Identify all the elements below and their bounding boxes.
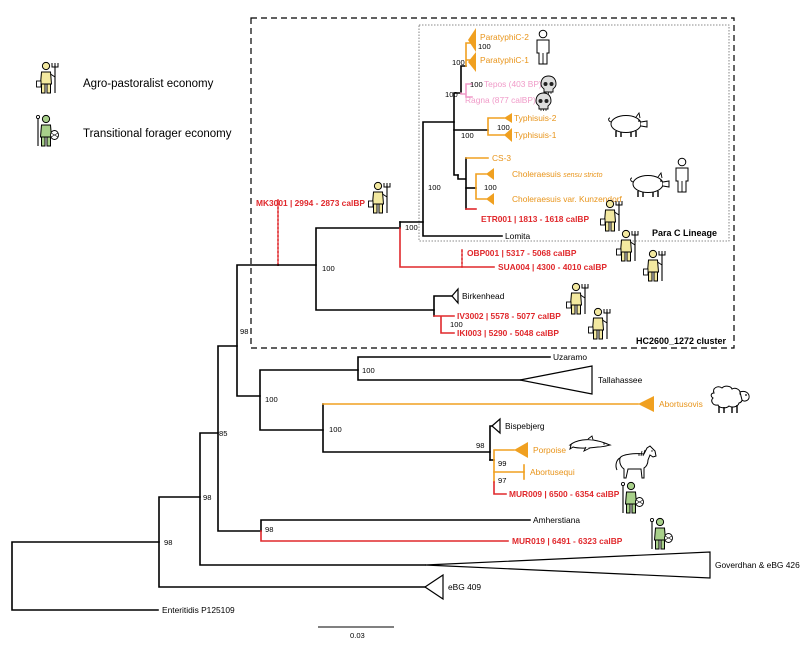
legend-agro-icon [35, 61, 59, 94]
taxon-tallahassee: Tallahassee [598, 375, 643, 385]
bootstrap-label: 100 [445, 90, 458, 99]
taxon-tepos: Tepos (403 BP) [484, 79, 542, 89]
bootstrap-values: 100 100 100 100 100 100 100 100 100 100 … [164, 42, 510, 547]
bootstrap-label: 100 [450, 320, 463, 329]
taxon-paratyphi-c2: ParatyphiC-2 [480, 32, 529, 42]
human-figure-icon [675, 157, 689, 193]
farmer-pitchfork-icon [367, 181, 391, 214]
tree-branches [11, 28, 654, 611]
bootstrap-label: 100 [405, 223, 418, 232]
legend-forager-icon [35, 114, 60, 147]
bootstrap-label: 100 [265, 395, 278, 404]
legend-agro-label: Agro-pastoralist economy [83, 78, 214, 90]
farmer-pitchfork-icon [587, 307, 611, 340]
taxon-mur009: MUR009 | 6500 - 6354 calBP [509, 489, 620, 499]
bootstrap-label: 97 [498, 476, 506, 485]
taxon-abortusovis: Abortusovis [659, 399, 703, 409]
taxon-porpoise: Porpoise [533, 445, 566, 455]
taxon-bispebjerg: Bispebjerg [505, 421, 545, 431]
sheep-icon [710, 385, 750, 414]
farmer-pitchfork-icon [642, 249, 666, 282]
forager-basket-icon [649, 517, 674, 550]
taxon-sua004: SUA004 | 4300 - 4010 calBP [498, 262, 607, 272]
bootstrap-label: 100 [470, 80, 483, 89]
forager-basket-icon [620, 481, 645, 514]
bootstrap-label: 100 [478, 42, 491, 51]
farmer-pitchfork-icon [565, 282, 589, 315]
farmer-pitchfork-icon [615, 229, 639, 262]
taxon-iki003: IKI003 | 5290 - 5048 calBP [457, 328, 559, 338]
taxon-goverdhan: Goverdhan & eBG 426 [715, 560, 800, 570]
taxon-mk3001: MK3001 | 2994 - 2873 calBP [256, 198, 365, 208]
taxon-ragna: Ragna (877 calBP) [465, 95, 536, 105]
bootstrap-label: 100 [428, 183, 441, 192]
bootstrap-label: 100 [362, 366, 375, 375]
taxon-obp001: OBP001 | 5317 - 5068 calBP [467, 248, 577, 258]
taxon-birkenhead: Birkenhead [462, 291, 505, 301]
porpoise-icon [569, 435, 611, 452]
bootstrap-label: 100 [452, 58, 465, 67]
bootstrap-label: 98 [265, 525, 273, 534]
legend-forager-label: Transitional forager economy [83, 128, 232, 140]
lineage-label: Para C Lineage [652, 228, 717, 238]
taxon-lomita: Lomita [505, 231, 530, 241]
taxon-mur019: MUR019 | 6491 - 6323 calBP [512, 536, 623, 546]
bootstrap-label: 85 [219, 429, 227, 438]
taxon-choleraesuis-kunzendorf: Choleraesuis var. Kunzendorf [512, 194, 623, 204]
taxon-abortusequi: Abortusequi [530, 467, 575, 477]
legend: Agro-pastoralist economy Transitional fo… [35, 61, 232, 147]
taxon-paratyphi-c1: ParatyphiC-1 [480, 55, 529, 65]
human-figure-icon [536, 29, 550, 65]
scale-label: 0.03 [350, 631, 365, 640]
taxon-enteritidis: Enteritidis P125109 [162, 605, 235, 615]
skull-icon [535, 92, 552, 112]
taxon-typhisuis2: Typhisuis-2 [514, 113, 557, 123]
bootstrap-label: 100 [461, 131, 474, 140]
taxon-ebg409: eBG 409 [448, 582, 481, 592]
bootstrap-label: 99 [498, 459, 506, 468]
hc2600-cluster-box [250, 17, 735, 349]
taxon-amherstiana: Amherstiana [533, 515, 580, 525]
cluster-label: HC2600_1272 cluster [636, 336, 727, 346]
taxon-typhisuis1: Typhisuis-1 [514, 130, 557, 140]
taxon-choleraesuis-ss: Choleraesuis sensu stricto [512, 169, 603, 179]
bootstrap-label: 100 [484, 183, 497, 192]
taxon-cs3: CS-3 [492, 153, 511, 163]
bootstrap-label: 100 [322, 264, 335, 273]
bootstrap-label: 98 [240, 327, 248, 336]
taxon-uzaramo: Uzaramo [553, 352, 587, 362]
bootstrap-label: 100 [329, 425, 342, 434]
scale-bar: 0.03 [318, 626, 394, 640]
pig-icon [607, 112, 648, 138]
taxon-labels: ParatyphiC-2 ParatyphiC-1 Tepos (403 BP)… [162, 32, 800, 615]
skull-icon [540, 75, 557, 95]
bootstrap-label: 98 [164, 538, 172, 547]
para-c-lineage-box [418, 24, 730, 242]
bootstrap-label: 98 [476, 441, 484, 450]
farmer-pitchfork-icon [599, 199, 623, 232]
pig-icon [629, 172, 670, 198]
taxon-etr001: ETR001 | 1813 - 1618 calBP [481, 214, 589, 224]
taxon-iv3002: IV3002 | 5578 - 5077 calBP [457, 311, 561, 321]
horse-icon [615, 445, 657, 479]
bootstrap-label: 100 [497, 123, 510, 132]
bootstrap-label: 98 [203, 493, 211, 502]
